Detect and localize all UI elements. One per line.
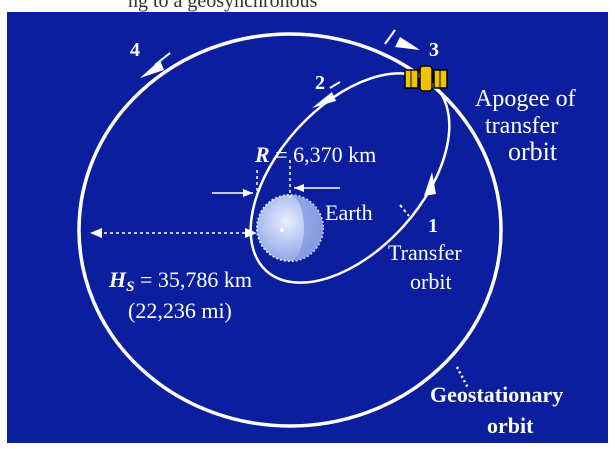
- arrow-step-2: [312, 92, 336, 108]
- apogee-label-line2: transfer: [485, 113, 558, 139]
- radius-label: R = 6,370 km: [254, 142, 376, 167]
- earth-label: Earth: [325, 200, 373, 225]
- geostationary-orbit-path: [77, 32, 503, 428]
- step-label-1: 1: [428, 215, 438, 237]
- step-label-4: 4: [130, 39, 140, 61]
- height-dimension: [90, 228, 257, 238]
- transfer-label-line1: Transfer: [388, 240, 462, 265]
- geostationary-label-line1: Geostationary: [430, 382, 563, 407]
- header-fragment: ng to a geosynchronous: [0, 0, 615, 12]
- height-miles-label: (22,236 mi): [128, 298, 232, 323]
- earth-icon: [256, 194, 324, 262]
- geo-leader-line: [455, 366, 470, 389]
- arrow-step-1: [424, 172, 436, 196]
- height-label: HS = 35,786 km: [108, 267, 252, 295]
- header-text: ng to a geosynchronous: [128, 0, 318, 12]
- satellite-icon: [404, 65, 448, 92]
- step-label-3: 3: [429, 39, 439, 61]
- geostationary-label-line2: orbit: [487, 413, 534, 438]
- arrow-step-4: [140, 60, 164, 78]
- apogee-label-line3: orbit: [508, 137, 558, 166]
- apogee-label-line1: Apogee of: [475, 86, 576, 112]
- step-label-2: 2: [315, 72, 325, 94]
- radius-dimension: [212, 160, 340, 200]
- arrow-step-3: [395, 37, 420, 50]
- direction-arrows: [140, 29, 436, 217]
- transfer-label-line2: orbit: [410, 269, 452, 294]
